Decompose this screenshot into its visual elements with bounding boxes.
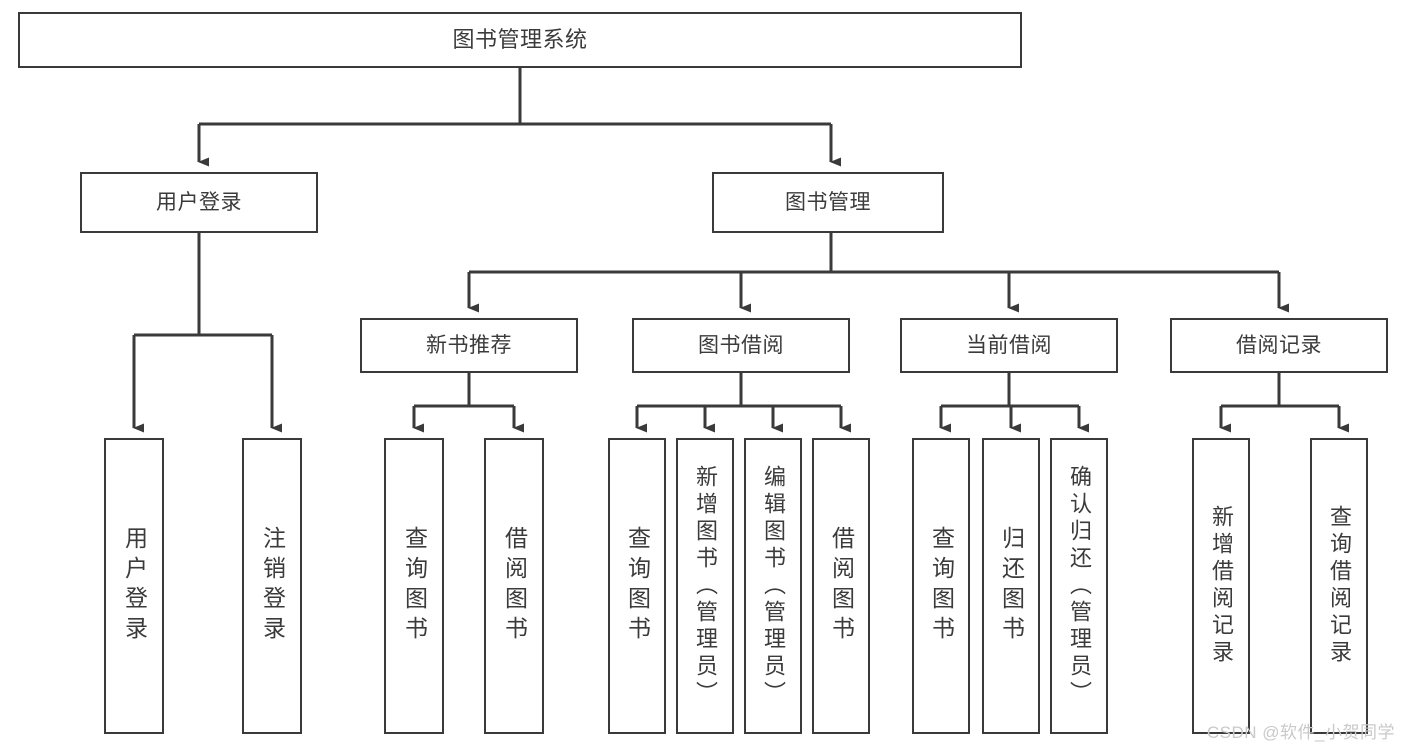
- node-user-login-label: 用户登录: [156, 190, 242, 214]
- leaf-query-books-borrow-label: 查询图书: [624, 526, 651, 646]
- leaf-borrow-book-label: 借阅图书: [828, 526, 855, 646]
- leaf-add-book-admin-label: 新增图书（管理员）: [693, 464, 718, 708]
- leaf-query-books-current-label: 查询图书: [928, 526, 955, 646]
- leaf-add-borrow-record[interactable]: 新增借阅记录: [1192, 438, 1250, 734]
- node-borrow-records-label: 借阅记录: [1236, 333, 1322, 357]
- node-root[interactable]: 图书管理系统: [18, 12, 1022, 68]
- leaf-add-borrow-record-label: 新增借阅记录: [1209, 505, 1234, 667]
- node-current-borrow-label: 当前借阅: [966, 333, 1052, 357]
- leaf-query-borrow-record-label: 查询借阅记录: [1327, 505, 1352, 667]
- leaf-return-book[interactable]: 归还图书: [982, 438, 1040, 734]
- node-new-book-recommend[interactable]: 新书推荐: [360, 318, 578, 373]
- leaf-query-books-recommend-label: 查询图书: [401, 526, 428, 646]
- node-current-borrow[interactable]: 当前借阅: [900, 318, 1118, 373]
- node-new-book-recommend-label: 新书推荐: [426, 333, 512, 357]
- leaf-borrow-books-recommend-label: 借阅图书: [501, 526, 528, 646]
- leaf-logout-label: 注销登录: [259, 526, 286, 646]
- leaf-user-login-label: 用户登录: [121, 526, 148, 646]
- leaf-user-login[interactable]: 用户登录: [104, 438, 164, 734]
- node-book-borrow-label: 图书借阅: [698, 333, 784, 357]
- node-book-borrow[interactable]: 图书借阅: [632, 318, 850, 373]
- leaf-edit-book-admin-label: 编辑图书（管理员）: [761, 464, 786, 708]
- leaf-logout[interactable]: 注销登录: [242, 438, 302, 734]
- leaf-add-book-admin[interactable]: 新增图书（管理员）: [676, 438, 734, 734]
- node-book-management[interactable]: 图书管理: [712, 172, 944, 233]
- leaf-confirm-return-admin-label: 确认归还（管理员）: [1067, 464, 1092, 708]
- leaf-return-book-label: 归还图书: [998, 526, 1025, 646]
- csdn-watermark: CSDN @软件_小贺同学: [1206, 723, 1395, 742]
- leaf-edit-book-admin[interactable]: 编辑图书（管理员）: [744, 438, 802, 734]
- leaf-borrow-books-recommend[interactable]: 借阅图书: [484, 438, 544, 734]
- node-book-management-label: 图书管理: [785, 190, 871, 214]
- leaf-query-books-borrow[interactable]: 查询图书: [608, 438, 666, 734]
- leaf-borrow-book[interactable]: 借阅图书: [812, 438, 870, 734]
- leaf-query-books-recommend[interactable]: 查询图书: [384, 438, 444, 734]
- node-user-login[interactable]: 用户登录: [80, 172, 318, 233]
- leaf-confirm-return-admin[interactable]: 确认归还（管理员）: [1050, 438, 1108, 734]
- leaf-query-borrow-record[interactable]: 查询借阅记录: [1310, 438, 1368, 734]
- node-root-label: 图书管理系统: [452, 26, 588, 52]
- leaf-query-books-current[interactable]: 查询图书: [912, 438, 970, 734]
- node-borrow-records[interactable]: 借阅记录: [1170, 318, 1388, 373]
